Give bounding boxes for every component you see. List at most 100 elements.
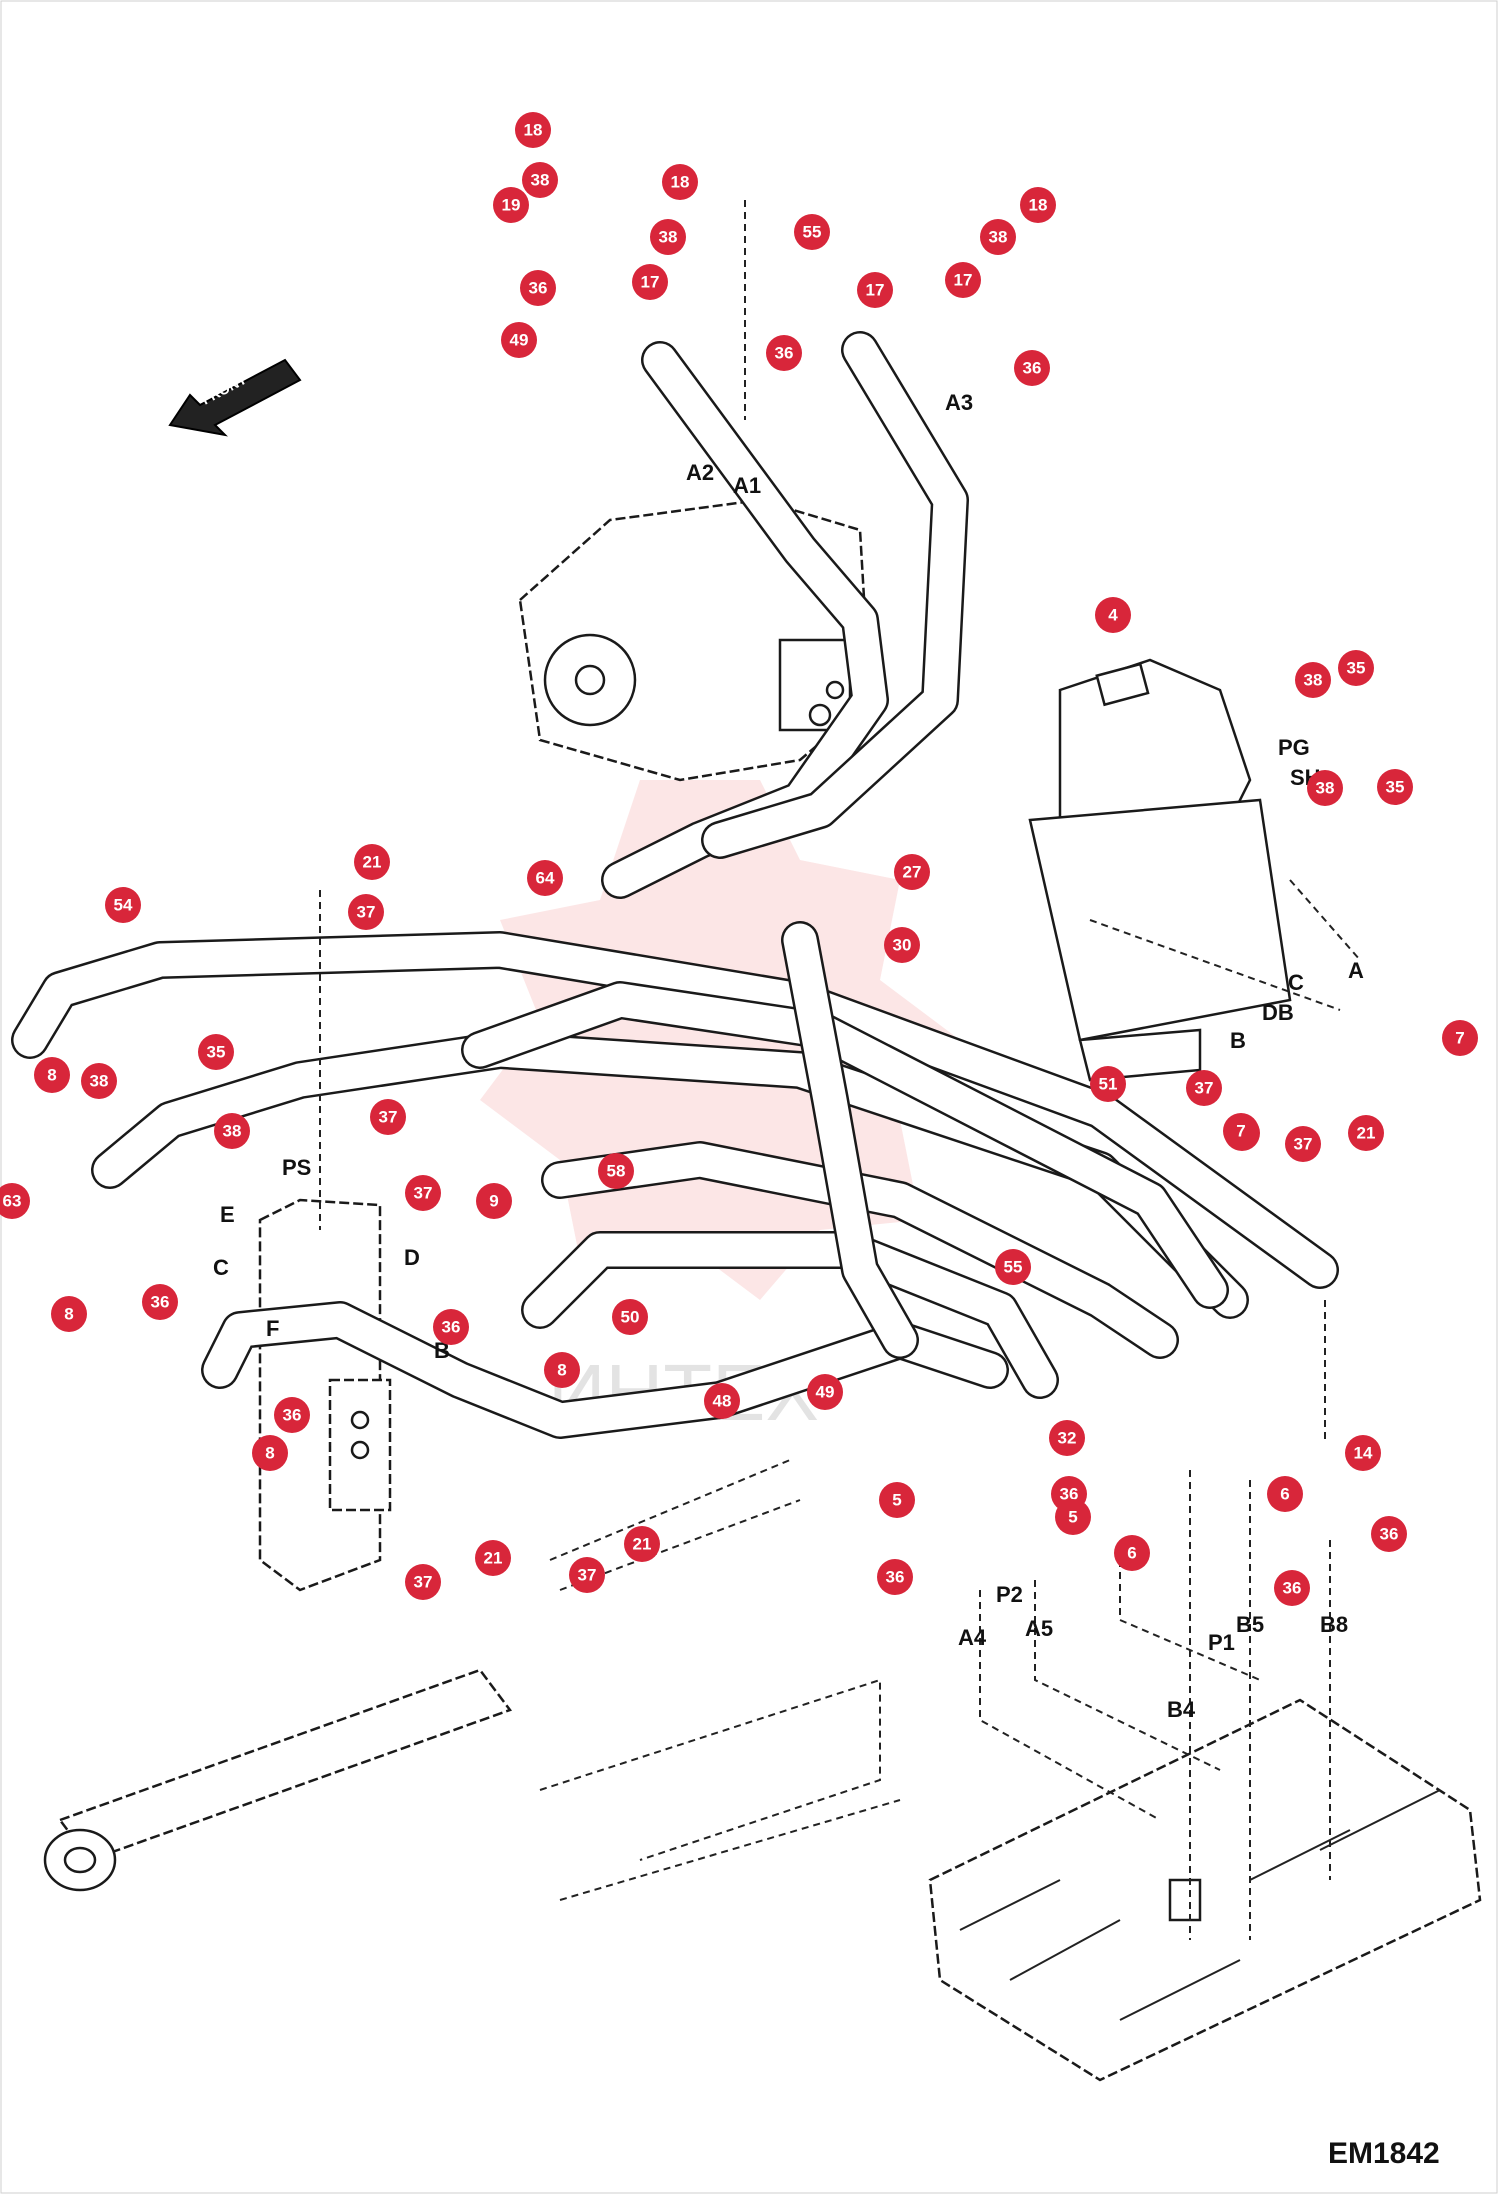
callout-number: 38 [989,228,1008,247]
diagram-code: EM1842 [1328,2137,1440,2170]
callout-18: 18 [515,112,551,148]
callout-38: 38 [214,1113,250,1149]
callout-number: 55 [1004,1258,1023,1277]
callout-number: 8 [557,1361,566,1380]
callout-circle [520,270,556,306]
callout-36: 36 [766,335,802,371]
callout-63: 63 [0,1183,30,1219]
port-label-b5: B5 [1236,1612,1264,1637]
callout-circle [1307,770,1343,806]
callout-number: 48 [713,1392,732,1411]
callout-51: 51 [1090,1066,1126,1102]
front-arrow: FRONT [168,358,302,437]
callout-number: 18 [671,173,690,192]
swivel-joint [258,1198,392,1592]
callout-circle [515,112,551,148]
callout-circle [348,894,384,930]
callout-number: 17 [954,271,973,290]
callout-number: 38 [223,1122,242,1141]
callout-number: 37 [414,1573,433,1592]
port-label-d: D [404,1245,420,1270]
callout-circle [544,1352,580,1388]
callout-circle [493,187,529,223]
callout-9: 9 [476,1183,512,1219]
callout-number: 54 [114,896,133,915]
callout-circle [214,1113,250,1149]
callout-7: 7 [1223,1113,1259,1149]
callout-circle [632,264,668,300]
callout-number: 6 [1280,1485,1289,1504]
callout-circle [0,1183,30,1219]
callout-37: 37 [370,1099,406,1135]
callout-number: 38 [531,171,550,190]
callout-number: 37 [578,1566,597,1585]
callout-circle [884,927,920,963]
port-label-p2: P2 [996,1582,1023,1607]
callout-38: 38 [1307,770,1343,806]
callout-circle [370,1099,406,1135]
callout-circle [766,335,802,371]
callout-circle [405,1175,441,1211]
callout-circle [252,1435,288,1471]
callout-number: 36 [1283,1579,1302,1598]
callout-number: 38 [659,228,678,247]
callout-circle [650,219,686,255]
callout-circle [879,1482,915,1518]
callout-21: 21 [475,1540,511,1576]
callout-circle [34,1057,70,1093]
callout-36: 36 [433,1309,469,1345]
callout-number: 37 [379,1108,398,1127]
callout-37: 37 [569,1557,605,1593]
callout-number: 21 [484,1549,503,1568]
callout-4: 4 [1095,597,1131,633]
callout-circle [51,1296,87,1332]
callout-8: 8 [252,1435,288,1471]
callout-circle [662,164,698,200]
callout-17: 17 [945,262,981,298]
callout-18: 18 [1020,187,1056,223]
callout-8: 8 [51,1296,87,1332]
callout-circle [1377,769,1413,805]
callout-circle [433,1309,469,1345]
callout-14: 14 [1345,1435,1381,1471]
callout-number: 35 [1347,659,1366,678]
port-label-e: E [220,1202,235,1227]
leader-lines [319,200,1361,1940]
port-label-db: DB [1262,1000,1294,1025]
port-label-motor-b: B [1230,1028,1246,1053]
callout-48: 48 [704,1383,740,1419]
callout-circle [598,1153,634,1189]
callout-36: 36 [1274,1570,1310,1606]
callout-number: 21 [633,1535,652,1554]
callout-circle [1442,1020,1478,1056]
port-label-b8: B8 [1320,1612,1348,1637]
callout-37: 37 [405,1175,441,1211]
callout-circle [1371,1516,1407,1552]
callout-number: 5 [1068,1508,1077,1527]
callout-64: 64 [527,860,563,896]
callout-number: 21 [1357,1124,1376,1143]
callout-circle [1223,1113,1259,1149]
callout-number: 7 [1455,1029,1464,1048]
callout-number: 32 [1058,1429,1077,1448]
callout-number: 36 [442,1318,461,1337]
callout-circle [945,262,981,298]
callout-36: 36 [520,270,556,306]
callout-number: 58 [607,1162,626,1181]
callout-35: 35 [1377,769,1413,805]
hose-set [11,331,1339,1439]
callout-17: 17 [632,264,668,300]
callout-number: 38 [90,1072,109,1091]
callout-21: 21 [354,844,390,880]
port-label-pg: PG [1278,735,1310,760]
callout-circle [1348,1115,1384,1151]
port-label-a1: A1 [733,473,761,498]
callout-36: 36 [1014,350,1050,386]
callout-number: 49 [816,1383,835,1402]
callout-number: 36 [886,1568,905,1587]
callout-38: 38 [1295,662,1331,698]
callout-number: 21 [363,853,382,872]
callout-circle [1274,1570,1310,1606]
